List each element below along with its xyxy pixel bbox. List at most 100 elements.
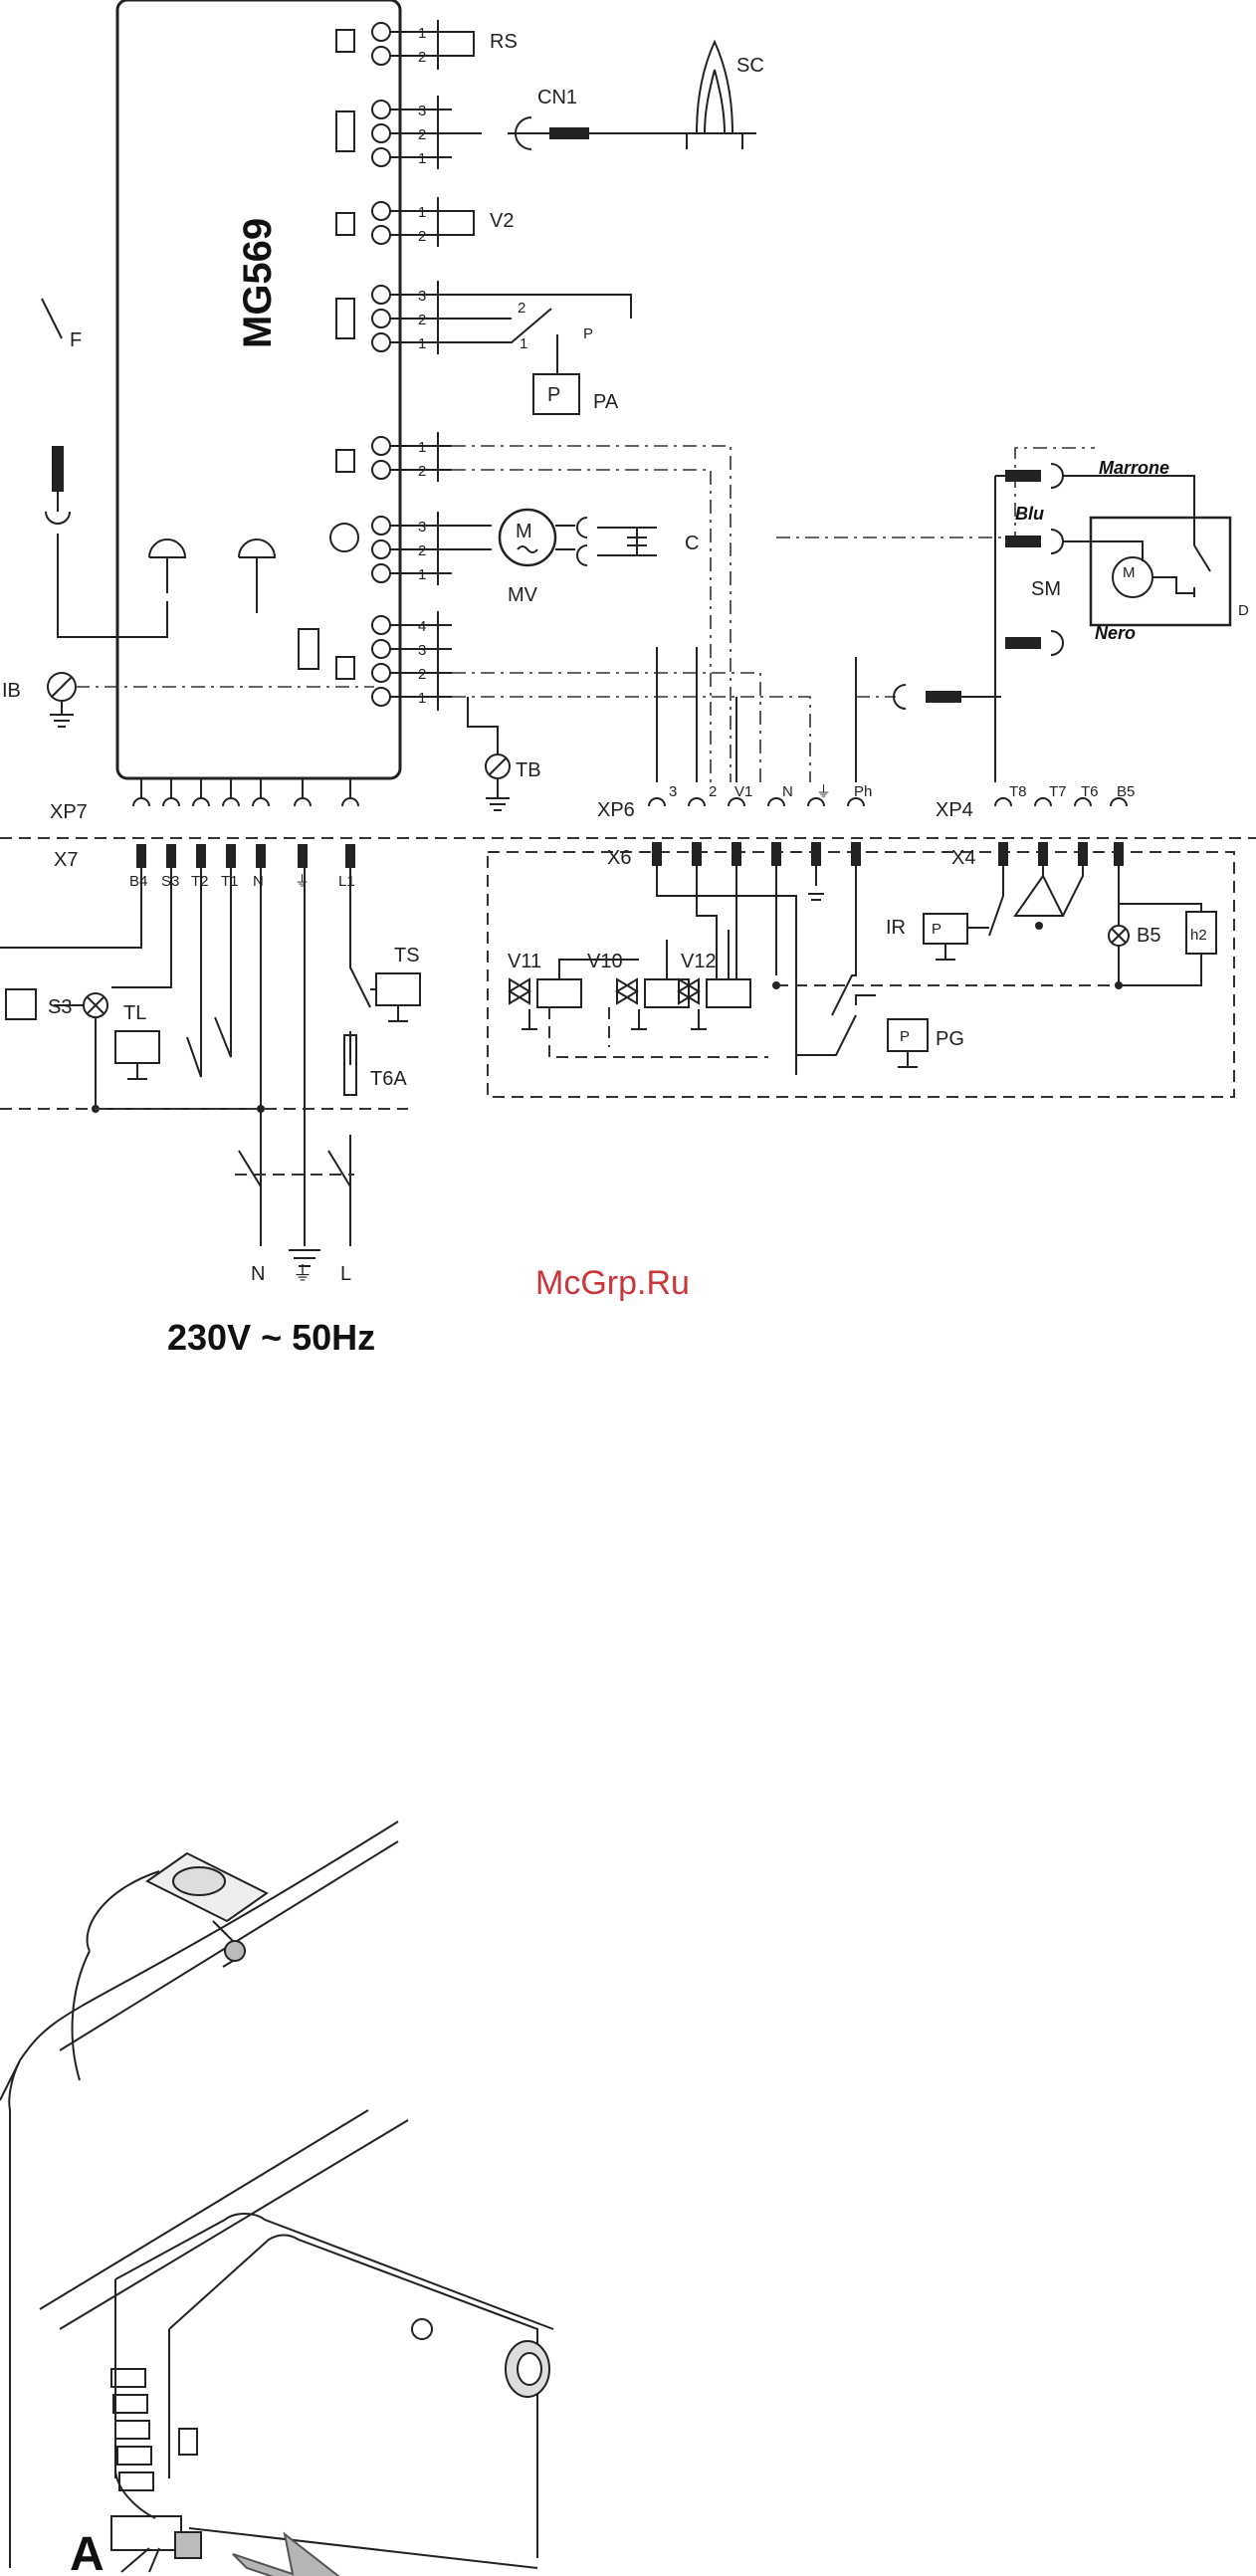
svg-text:1: 1 — [418, 335, 426, 352]
svg-text:3: 3 — [418, 103, 426, 119]
mains-l: L — [340, 1263, 351, 1285]
svg-text:⏚: ⏚ — [816, 783, 831, 800]
pressure-switch-top — [147, 1853, 267, 1967]
svg-text:1: 1 — [520, 335, 527, 352]
svg-text:3: 3 — [669, 783, 677, 800]
svg-text:T8: T8 — [1009, 783, 1027, 800]
svg-text:T2: T2 — [191, 873, 209, 890]
screw-top — [412, 2319, 432, 2339]
side-knob — [506, 2341, 549, 2397]
label-pa-box: P — [547, 384, 560, 406]
callout-leader — [121, 2548, 159, 2572]
label-pa: PA — [593, 391, 619, 413]
svg-text:2: 2 — [418, 49, 426, 66]
label-c: C — [685, 533, 699, 554]
supply-label: 230V ~ 50Hz — [167, 1317, 375, 1358]
svg-text:T1: T1 — [221, 873, 239, 890]
label-h2: h2 — [1190, 927, 1207, 944]
mains-switch — [235, 868, 354, 1266]
svg-text:N: N — [782, 783, 793, 800]
label-v11: V11 — [508, 951, 541, 972]
svg-text:1: 1 — [418, 690, 426, 707]
x4-connector — [998, 842, 1124, 866]
svg-text:V1: V1 — [734, 783, 752, 800]
label-x7: X7 — [54, 849, 78, 871]
svg-text:2: 2 — [518, 300, 525, 317]
svg-text:2: 2 — [418, 312, 426, 328]
svg-text:3: 3 — [418, 519, 426, 536]
svg-text:B4: B4 — [129, 873, 147, 890]
x7-connector — [136, 844, 355, 868]
svg-text:P: P — [900, 1028, 910, 1045]
svg-text:N: N — [253, 873, 264, 890]
svg-text:1: 1 — [418, 566, 426, 583]
label-ir: IR — [886, 917, 906, 939]
controller-housing-illustration: A — [0, 1812, 1256, 2576]
connector-stack — [111, 2369, 201, 2558]
svg-text:2: 2 — [709, 783, 717, 800]
callout-a: A — [70, 2528, 105, 2576]
label-mv: MV — [508, 584, 538, 606]
svg-text:2: 2 — [418, 228, 426, 245]
gas-valves — [510, 930, 768, 1057]
label-xp7: XP7 — [50, 801, 88, 823]
wire-color-nero: Nero — [1095, 623, 1136, 643]
watermark: McGrp.Ru — [535, 1264, 690, 1302]
label-pg: PG — [936, 1028, 964, 1050]
svg-text:2: 2 — [418, 542, 426, 559]
xp7-connector — [133, 778, 358, 806]
label-t6a: T6A — [370, 1068, 407, 1090]
svg-text:T7: T7 — [1049, 783, 1067, 800]
label-v2: V2 — [490, 210, 514, 232]
svg-text:L1: L1 — [338, 873, 355, 890]
svg-text:M: M — [1123, 564, 1136, 581]
housing-shell — [0, 1822, 553, 2568]
label-sc: SC — [736, 55, 764, 77]
wire-color-blu: Blu — [1015, 504, 1044, 524]
svg-text:M: M — [516, 521, 532, 542]
label-sm: SM — [1031, 578, 1061, 600]
fan-motor-mv: M — [452, 510, 657, 565]
svg-text:1: 1 — [418, 204, 426, 221]
label-s3: S3 — [48, 996, 72, 1018]
svg-text:2: 2 — [418, 126, 426, 143]
pin-numbers: 1 2 3 2 1 1 2 3 2 1 1 2 3 2 1 4 3 2 1 — [418, 25, 426, 707]
controller-title: MG569 — [236, 218, 280, 348]
label-ts: TS — [394, 945, 420, 966]
svg-text:2: 2 — [418, 463, 426, 480]
svg-text:T6: T6 — [1081, 783, 1099, 800]
label-tb: TB — [516, 759, 541, 781]
svg-text:⏚: ⏚ — [295, 873, 310, 890]
label-d: D — [1238, 602, 1249, 619]
label-v10: V10 — [587, 951, 623, 972]
svg-text:Ph: Ph — [854, 783, 872, 800]
x7-terminal-labels: B4 S3 T2 T1 N ⏚ L1 — [129, 873, 355, 890]
svg-text:P: P — [583, 325, 593, 342]
wire-color-marrone: Marrone — [1099, 458, 1169, 478]
label-xp6: XP6 — [597, 799, 635, 821]
label-x6: X6 — [607, 847, 631, 869]
svg-text:B5: B5 — [1117, 783, 1135, 800]
label-tl: TL — [123, 1002, 146, 1024]
svg-text:3: 3 — [418, 288, 426, 305]
slide-arrow — [233, 2534, 338, 2576]
label-f: F — [70, 329, 82, 351]
xp4-terminal-labels: T8 T7 T6 B5 — [1009, 783, 1135, 800]
label-b5: B5 — [1137, 925, 1160, 947]
svg-text:P: P — [932, 921, 942, 938]
wiring-schematic: MG569 1 2 3 2 1 1 2 — [0, 0, 1256, 1812]
svg-text:4: 4 — [418, 618, 426, 635]
svg-text:1: 1 — [418, 439, 426, 456]
label-rs: RS — [490, 31, 518, 53]
label-cn1: CN1 — [537, 87, 577, 108]
label-x4: X4 — [951, 847, 975, 869]
controller-box — [117, 0, 400, 778]
svg-text:2: 2 — [418, 666, 426, 683]
label-ib: IB — [2, 680, 21, 702]
label-xp4: XP4 — [936, 799, 973, 821]
svg-text:1: 1 — [418, 150, 426, 167]
x6-connector — [652, 842, 861, 866]
mains-earth: ⏚ — [293, 1263, 313, 1285]
mains-n: N — [251, 1263, 265, 1285]
svg-text:3: 3 — [418, 642, 426, 659]
